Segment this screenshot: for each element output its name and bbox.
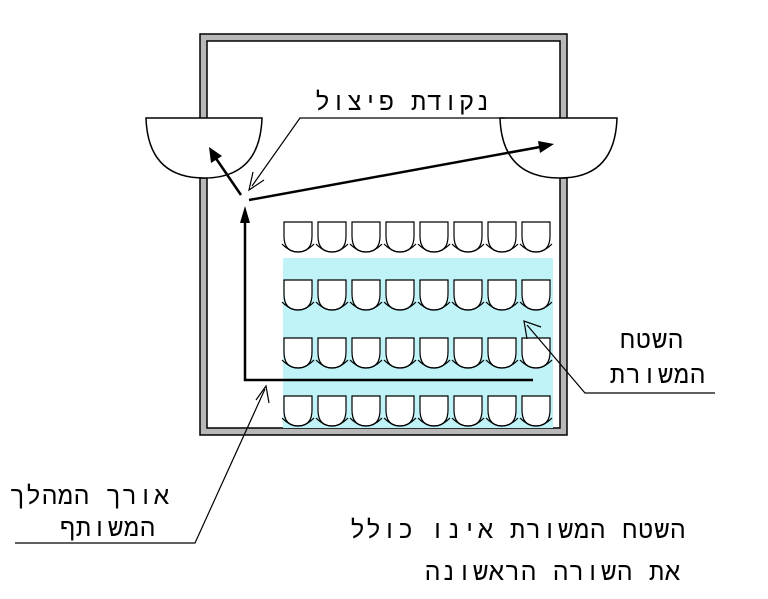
seat-back [485,301,519,311]
seat-back [485,359,519,369]
seat-back [451,359,485,369]
seat [385,337,415,369]
seat [385,221,415,253]
leader-split-point-head [248,171,265,192]
seat-back [519,243,553,253]
seat-back [519,359,553,369]
seat-back [417,359,451,369]
leader-shared-path-head [255,384,270,404]
right-exit [499,117,618,179]
seat-back [349,243,383,253]
arrow-left-exit [213,156,243,196]
seat [351,221,381,253]
label-shared-path-line1: אורך המהלך [10,481,171,510]
seat [521,279,551,311]
seat-back [315,301,349,311]
seat [385,279,415,311]
seat [283,279,313,311]
seat [385,395,415,427]
seat [521,221,551,253]
seat [351,337,381,369]
seat [487,395,517,427]
seat [317,395,347,427]
seat-back [417,301,451,311]
seat [283,337,313,369]
seat [351,279,381,311]
label-shared-path-line2: המשותף [60,513,157,542]
seat-back [519,301,553,311]
label-shaded-area-line2: המשורת [610,360,707,389]
label-split-point: נקודת פיצול [315,87,492,116]
common-path [243,222,533,382]
seat-back [281,417,315,427]
seat-back [383,301,417,311]
seat [487,279,517,311]
seat-back [349,417,383,427]
seat [453,395,483,427]
seat-back [281,243,315,253]
seat [317,279,347,311]
seat-back [349,359,383,369]
seat [283,395,313,427]
seat-back [281,359,315,369]
seat [283,221,313,253]
leader-shaded-area-head [523,320,542,340]
seat-back [485,243,519,253]
seat-back [451,417,485,427]
seat [453,279,483,311]
seat-back [315,417,349,427]
seat [487,337,517,369]
seat-back [281,301,315,311]
seat [317,221,347,253]
seat [521,337,551,369]
seat-back [451,301,485,311]
seat-back [383,359,417,369]
seat-back [519,417,553,427]
arrow-left-exit-head [209,147,222,163]
leader-shared-path [15,388,266,544]
note-line1: השטח המשורת אינו כולל [350,515,687,544]
note-line2: את השורה הראשונה [425,557,682,586]
label-shaded-area-line1: השטח [620,325,685,354]
seat [419,279,449,311]
seat [419,337,449,369]
common-path-line [243,222,533,382]
seat-back [417,417,451,427]
seat [317,337,347,369]
seat-back [349,301,383,311]
seat-back [383,243,417,253]
leader-shaded-area [526,324,715,394]
seat-back [417,243,451,253]
seat [487,221,517,253]
seat-back [315,359,349,369]
left-exit [145,117,263,179]
seat [419,221,449,253]
common-path-arrowhead [240,206,250,223]
leader-split-point [251,117,505,187]
seat [419,395,449,427]
seat-back [383,417,417,427]
seat-back [485,417,519,427]
seat-back [451,243,485,253]
arrow-right-exit-head [538,141,554,153]
seat [351,395,381,427]
seat [453,221,483,253]
seating-rows [281,221,553,427]
seat-back [315,243,349,253]
seat [453,337,483,369]
seat [521,395,551,427]
arrow-right-exit [248,145,541,202]
